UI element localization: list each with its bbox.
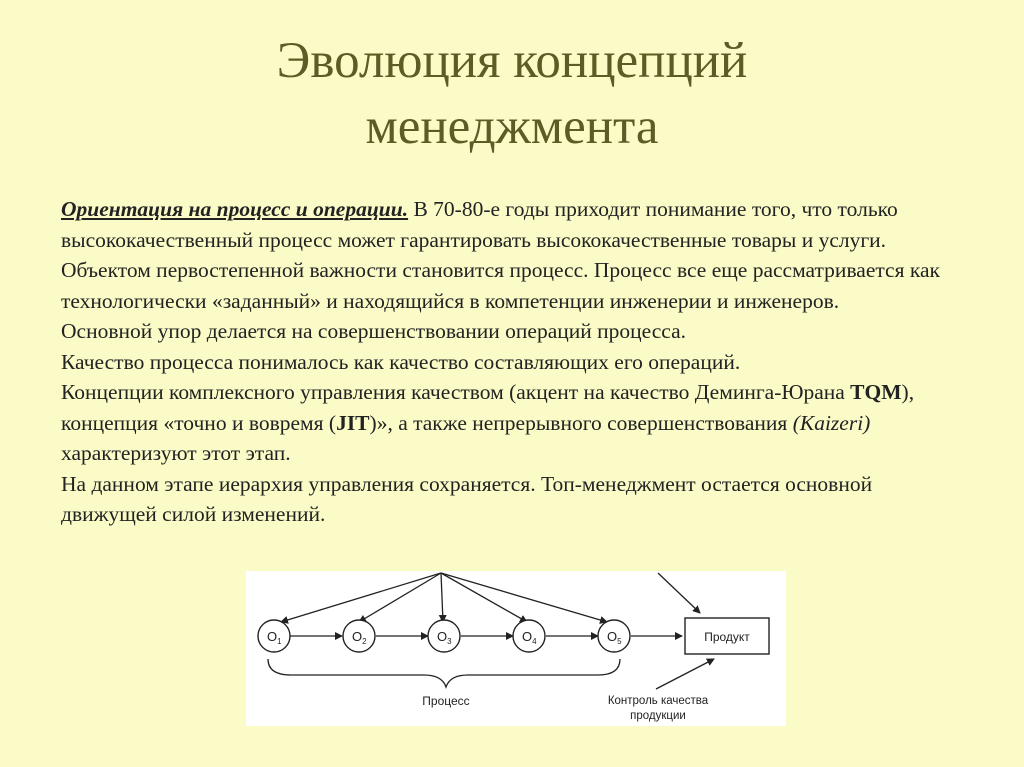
operation-1: O1 <box>257 619 291 653</box>
slide-title: Эволюция концепций менеджмента <box>0 28 1024 160</box>
svg-text:O2: O2 <box>352 629 367 646</box>
input-arrows <box>280 572 701 624</box>
process-label: Процесс <box>422 694 469 708</box>
operation-3: O3 <box>427 619 461 653</box>
title-line-1: Эволюция концепций <box>276 33 748 89</box>
tqm-term: TQM <box>850 380 902 404</box>
lead-phrase: Ориентация на процесс и операции. <box>61 197 409 221</box>
paragraph-5: На данном этапе иерархия управления сохр… <box>61 471 873 527</box>
body-text: Ориентация на процесс и операции. В 70-8… <box>61 194 961 530</box>
kaizeri-term: (Kaizeri) <box>792 410 871 435</box>
svg-text:O5: O5 <box>607 629 622 646</box>
svg-text:O1: O1 <box>267 629 282 646</box>
quality-label-line-1: Контроль качества <box>608 695 709 707</box>
process-diagram-svg: O1 O2 O3 O4 O5 Продукт Процесс Контроль … <box>257 572 770 722</box>
paragraph-1: Ориентация на процесс и операции. В 70-8… <box>61 194 961 316</box>
operation-2: O2 <box>342 619 376 653</box>
process-brace <box>267 658 621 690</box>
quality-label-line-2: продукции <box>630 710 686 722</box>
product-label: Продукт <box>704 630 750 644</box>
process-diagram: O1 O2 O3 O4 O5 Продукт Процесс Контроль … <box>246 571 786 726</box>
title-line-2: менеджмента <box>365 99 659 155</box>
svg-text:O3: O3 <box>437 629 452 646</box>
operation-4: O4 <box>512 619 546 653</box>
product-box: Продукт <box>684 617 770 655</box>
paragraph-1-text: В 70-80-е годы приходит понимание того, … <box>61 197 940 313</box>
operation-5: O5 <box>597 619 631 653</box>
svg-text:O4: O4 <box>522 629 537 646</box>
paragraph-3: Качество процесса понималось как качеств… <box>61 349 741 374</box>
paragraph-2: Основной упор делается на совершенствова… <box>61 319 686 343</box>
paragraph-4: Концепции комплексного управления качест… <box>61 380 915 465</box>
quality-arrow <box>655 658 715 690</box>
jit-term: JIT <box>336 410 370 435</box>
